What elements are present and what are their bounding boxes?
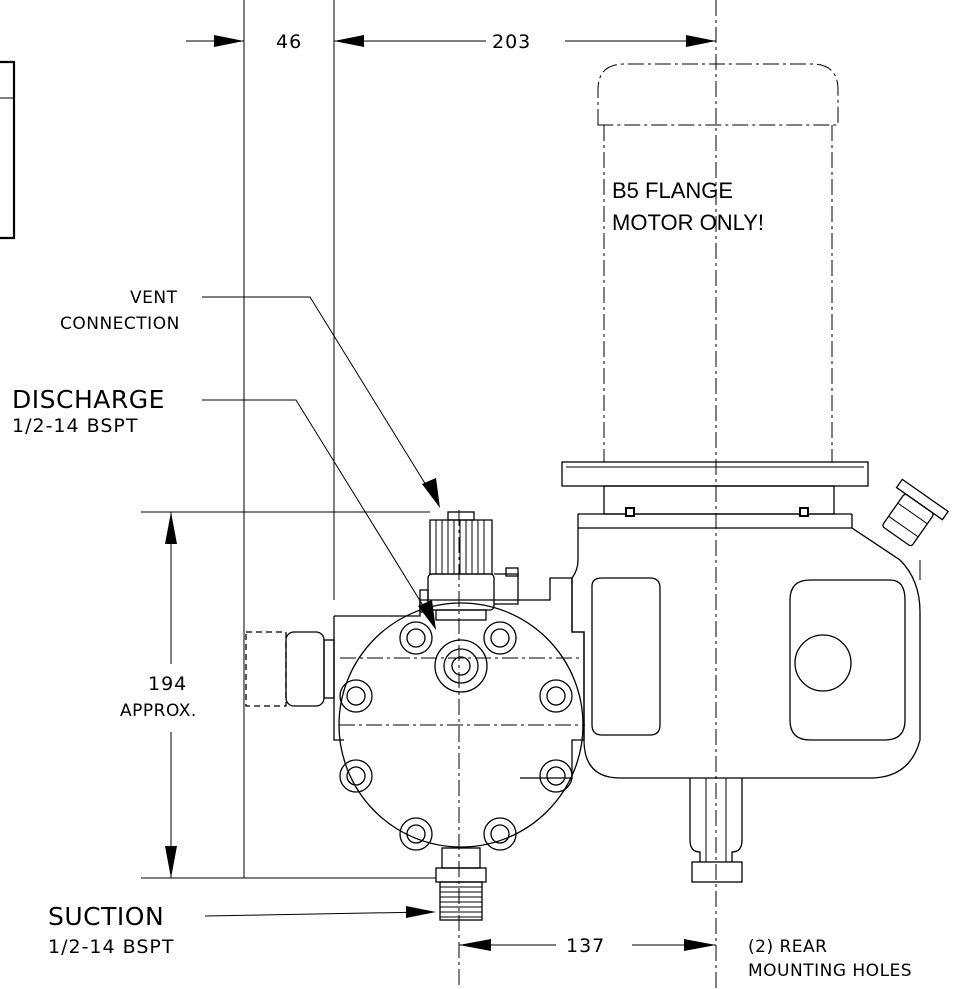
motor-note-line2: MOTOR ONLY!: [612, 210, 764, 235]
bolt: [483, 621, 517, 655]
title-block-fragment: [0, 60, 16, 240]
suction-fitting: [435, 847, 487, 921]
pump-body: [245, 577, 585, 848]
dimension-137-text: 137: [566, 935, 605, 957]
discharge-spec: 1/2-14 BSPT: [12, 415, 138, 437]
suction-label: SUCTION: [48, 902, 164, 931]
motor-outline: B5 FLANGE MOTOR ONLY!: [597, 63, 839, 462]
dimension-194: 194 APPROX.: [120, 512, 197, 878]
bolt: [539, 679, 573, 713]
bolt: [339, 679, 373, 713]
motor-flange: [561, 461, 869, 529]
discharge-valve: [419, 511, 519, 621]
dimension-46-text: 46: [276, 31, 302, 53]
dimension-203: 203: [334, 31, 716, 53]
vent-label-line2: CONNECTION: [60, 314, 180, 334]
dimension-194-note: APPROX.: [120, 701, 197, 721]
bolt: [339, 759, 373, 793]
rear-mounting-label-line1: (2) REAR: [748, 937, 827, 957]
bolt-heads: [339, 621, 573, 851]
leaders: [202, 296, 440, 918]
breather-plug: [882, 478, 950, 547]
bolt: [399, 621, 433, 655]
callouts: VENT CONNECTION DISCHARGE 1/2-14 BSPT SU…: [12, 288, 912, 981]
dimension-194-text: 194: [148, 673, 187, 695]
dimension-137: 137: [459, 935, 716, 957]
rear-mounting-foot: [689, 778, 743, 883]
dimension-46: 46: [186, 31, 372, 53]
extension-lines: [141, 0, 717, 989]
bolt: [399, 817, 433, 851]
discharge-label: DISCHARGE: [12, 385, 165, 414]
rear-mounting-label-line2: MOUNTING HOLES: [748, 961, 912, 981]
dimension-203-text: 203: [492, 31, 531, 53]
suction-spec: 1/2-14 BSPT: [48, 936, 174, 958]
vent-label-line1: VENT: [130, 288, 178, 308]
bolt: [539, 759, 573, 793]
gearbox-housing: [571, 478, 950, 779]
bolt: [483, 817, 517, 851]
motor-note-line1: B5 FLANGE: [612, 178, 733, 203]
